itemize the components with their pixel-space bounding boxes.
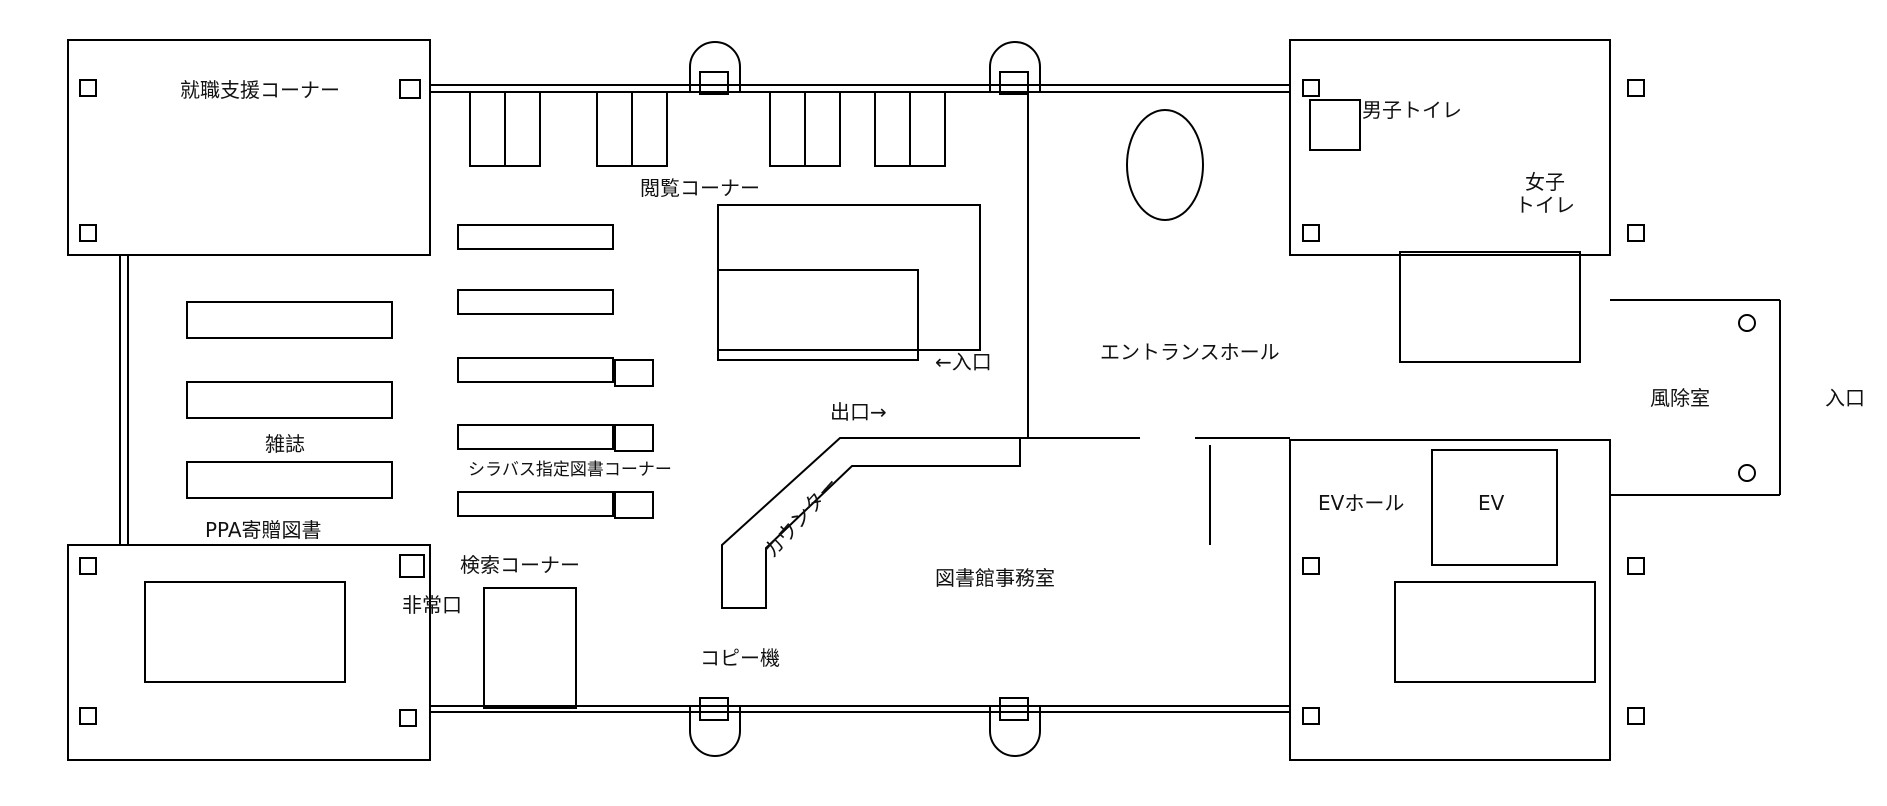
- side-staircases: [144, 581, 1596, 683]
- toilet-core: [1309, 99, 1581, 566]
- shelves: [186, 224, 654, 709]
- label-womens-toilet-1: 女子: [1525, 170, 1565, 194]
- office-walls: [1020, 92, 1290, 545]
- label-copier: コピー機: [700, 646, 780, 670]
- label-mens-toilet: 男子トイレ: [1362, 98, 1462, 122]
- label-job-support: 就職支援コーナー: [180, 78, 340, 102]
- vestibule-walls: [1610, 299, 1781, 496]
- label-main-entrance: 入口: [1825, 386, 1865, 410]
- columns: [79, 41, 1645, 757]
- counter-outline: [721, 437, 1021, 609]
- label-syllabus: シラバス指定図書コーナー: [468, 460, 672, 480]
- oval-table: [1126, 109, 1204, 221]
- label-search: 検索コーナー: [460, 553, 580, 577]
- center-staircase: [717, 204, 981, 361]
- label-emergency-exit: 非常口: [402, 593, 462, 617]
- label-library-office: 図書館事務室: [935, 566, 1055, 590]
- label-womens-toilet-2: トイレ: [1515, 193, 1575, 217]
- outer-walls: [67, 39, 1611, 761]
- reading-tables: [469, 91, 946, 167]
- label-entrance-hall: エントランスホール: [1100, 340, 1280, 364]
- label-ppa-donated: PPA寄贈図書: [205, 518, 322, 542]
- label-entrance-arrow: ←入口: [935, 350, 992, 374]
- label-magazines: 雑誌: [265, 432, 305, 456]
- label-exit-arrow: 出口→: [830, 400, 887, 424]
- label-reading: 閲覧コーナー: [640, 176, 760, 200]
- label-ev: EV: [1478, 491, 1505, 515]
- label-ev-hall: EVホール: [1318, 491, 1405, 515]
- label-vestibule: 風除室: [1650, 386, 1710, 410]
